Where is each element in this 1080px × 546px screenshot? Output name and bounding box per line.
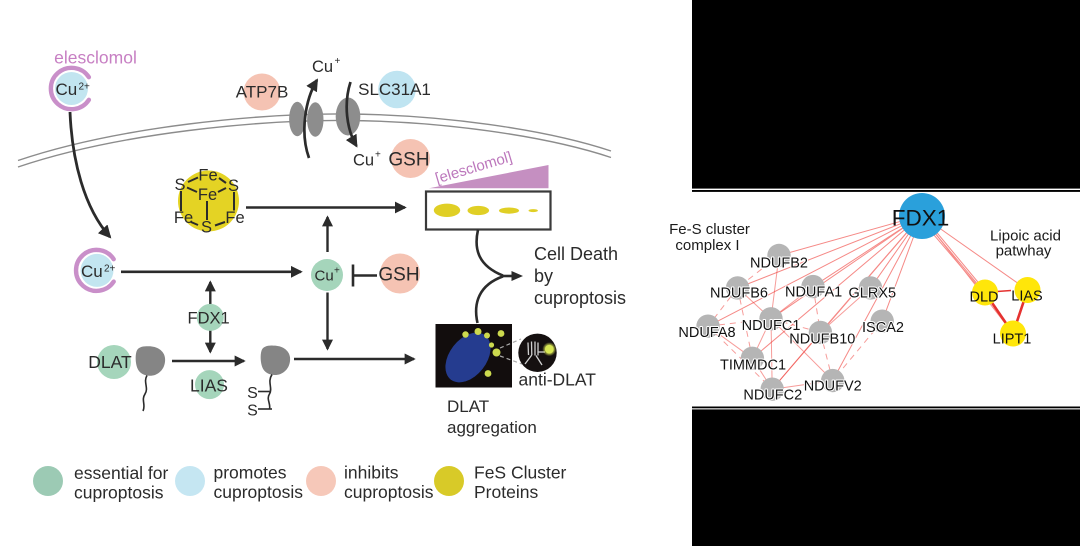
- svg-text:Fe: Fe: [198, 186, 217, 204]
- svg-text:DLAT: DLAT: [88, 352, 132, 372]
- svg-text:Cu: Cu: [81, 262, 103, 281]
- svg-text:patwhay: patwhay: [996, 243, 1052, 260]
- svg-text:cuproptosis: cuproptosis: [534, 288, 626, 308]
- svg-text:TIMMDC1: TIMMDC1: [720, 357, 786, 373]
- svg-text:+: +: [334, 266, 340, 277]
- svg-text:S: S: [201, 219, 212, 237]
- svg-text:LIPT1: LIPT1: [993, 332, 1032, 348]
- svg-text:+: +: [335, 56, 341, 67]
- svg-text:anti-DLAT: anti-DLAT: [519, 370, 597, 390]
- svg-text:ISCA2: ISCA2: [862, 320, 904, 336]
- svg-text:FDX1: FDX1: [892, 206, 950, 231]
- svg-text:ATP7B: ATP7B: [236, 83, 289, 102]
- svg-text:NDUFB2: NDUFB2: [750, 255, 808, 271]
- svg-text:Fe-S cluster: Fe-S cluster: [669, 221, 750, 238]
- svg-text:Cu: Cu: [353, 152, 374, 170]
- svg-text:Fe: Fe: [225, 209, 244, 227]
- svg-text:inhibits: inhibits: [344, 463, 399, 483]
- svg-text:LIAS: LIAS: [1011, 289, 1042, 305]
- svg-text:S: S: [174, 176, 185, 194]
- svg-text:promotes: promotes: [214, 463, 287, 483]
- svg-text:NDUFA8: NDUFA8: [678, 325, 735, 341]
- svg-text:NDUFA1: NDUFA1: [785, 284, 842, 300]
- svg-text:cuproptosis: cuproptosis: [344, 482, 434, 502]
- svg-text:Fe: Fe: [198, 167, 217, 185]
- svg-text:NDUFV2: NDUFV2: [804, 378, 862, 394]
- svg-text:+: +: [375, 150, 381, 161]
- svg-text:SLC31A1: SLC31A1: [358, 80, 431, 99]
- svg-text:GSH: GSH: [378, 265, 419, 286]
- svg-text:DLAT: DLAT: [447, 397, 489, 416]
- svg-text:cuproptosis: cuproptosis: [214, 482, 304, 502]
- svg-text:essential for: essential for: [74, 463, 169, 483]
- svg-text:Cu: Cu: [312, 58, 333, 76]
- svg-text:Cell Death: Cell Death: [534, 244, 618, 264]
- svg-text:Cu: Cu: [315, 268, 334, 285]
- svg-text:NDUFC2: NDUFC2: [743, 387, 802, 403]
- svg-text:Proteins: Proteins: [474, 482, 538, 502]
- svg-text:elesclomol: elesclomol: [54, 48, 137, 68]
- svg-text:NDUFB6: NDUFB6: [710, 285, 768, 301]
- svg-text:2+: 2+: [79, 82, 91, 93]
- svg-text:S: S: [247, 403, 258, 420]
- svg-text:GSH: GSH: [388, 150, 429, 171]
- svg-text:NDUFB10: NDUFB10: [789, 331, 855, 347]
- svg-text:cuproptosis: cuproptosis: [74, 483, 164, 503]
- svg-text:Cu: Cu: [56, 80, 78, 99]
- svg-text:complex I: complex I: [675, 237, 739, 254]
- svg-text:FeS Cluster: FeS Cluster: [474, 463, 567, 483]
- svg-text:GLRX5: GLRX5: [849, 286, 897, 302]
- svg-text:S: S: [247, 385, 258, 402]
- svg-text:2+: 2+: [104, 264, 116, 275]
- svg-text:Lipoic acid: Lipoic acid: [990, 228, 1061, 245]
- svg-text:aggregation: aggregation: [447, 418, 537, 437]
- svg-text:S: S: [228, 177, 239, 195]
- svg-text:FDX1: FDX1: [188, 310, 230, 328]
- svg-text:Fe: Fe: [174, 209, 193, 227]
- svg-text:LIAS: LIAS: [190, 376, 228, 396]
- svg-text:DLD: DLD: [969, 290, 998, 306]
- svg-text:NDUFC1: NDUFC1: [742, 318, 801, 334]
- svg-text:by: by: [534, 266, 553, 286]
